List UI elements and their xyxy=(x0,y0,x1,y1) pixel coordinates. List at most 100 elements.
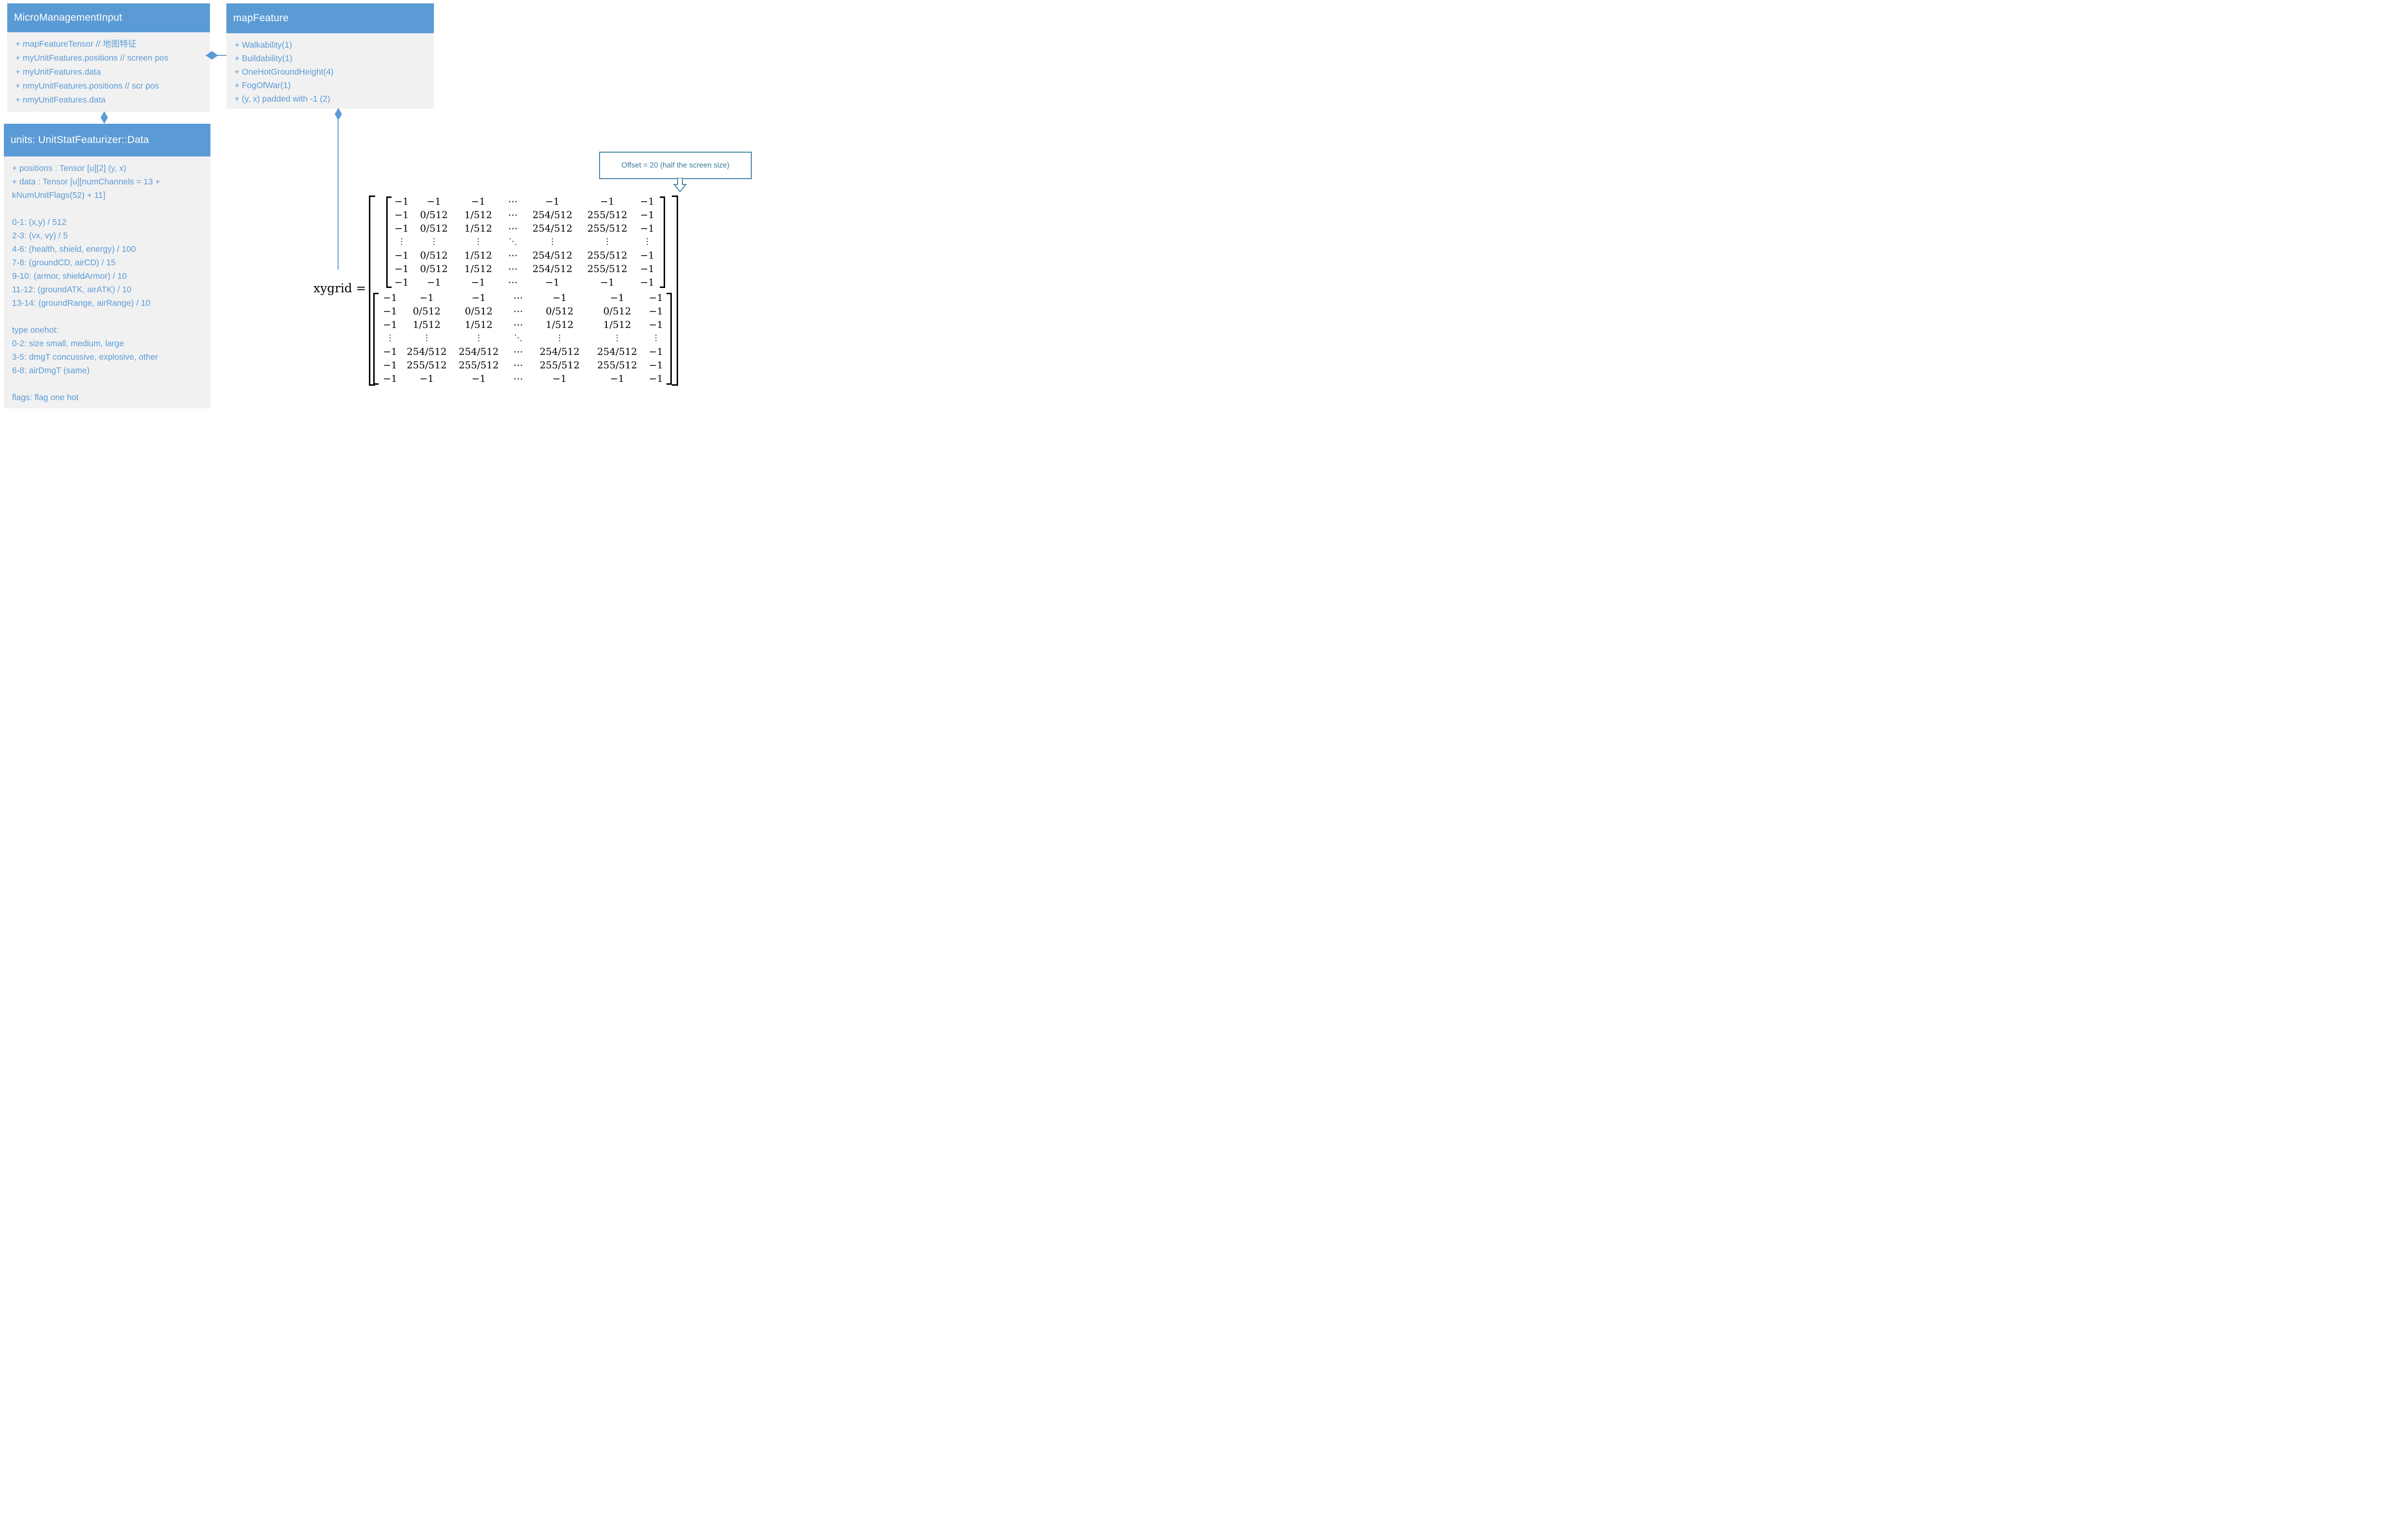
matrix-cell: −1 xyxy=(471,373,486,384)
matrix-cell: −1 xyxy=(545,196,560,207)
matrix-cell: ⋯ xyxy=(513,292,523,303)
matrix-cell: −1 xyxy=(640,263,654,274)
class-member: + FogOfWar(1) xyxy=(235,80,291,90)
matrix-cell: ⋯ xyxy=(508,263,518,274)
matrix-cell: −1 xyxy=(649,305,663,317)
matrix-cell: ⋯ xyxy=(513,346,523,357)
matrix-cell: ⋯ xyxy=(513,319,523,330)
matrix-bracket-right xyxy=(667,293,672,385)
class-member: 4-6: (health, shield, energy) / 100 xyxy=(12,244,136,254)
matrix-cell: −1 xyxy=(610,292,625,303)
matrix-cell: −1 xyxy=(419,292,434,303)
matrix-bracket-right xyxy=(660,196,665,288)
matrix-bracket-left xyxy=(373,293,379,385)
class-box-title: mapFeature xyxy=(233,13,289,24)
matrix-cell: ⋯ xyxy=(508,276,518,288)
matrix-cell: −1 xyxy=(471,292,486,303)
matrix-cell: −1 xyxy=(419,373,434,384)
matrix-cell: 0/512 xyxy=(420,249,448,261)
matrix-cell: −1 xyxy=(383,319,397,330)
matrix-cell: −1 xyxy=(394,249,409,261)
matrix-cell: 0/512 xyxy=(546,305,574,317)
class-member: type onehot: xyxy=(12,325,59,335)
matrix-cell: −1 xyxy=(427,276,441,288)
matrix-cell: −1 xyxy=(394,209,409,221)
matrix-cell: −1 xyxy=(610,373,625,384)
matrix-cell: −1 xyxy=(383,359,397,371)
matrix-cell: −1 xyxy=(383,346,397,357)
class-member: 2-3: (vx, vy) / 5 xyxy=(12,231,68,240)
matrix-cell: ⋮ xyxy=(555,333,564,343)
composition-diamond-icon xyxy=(335,108,342,120)
matrix-row: ⋮⋮⋮⋱⋮⋮⋮ xyxy=(392,235,659,248)
matrix-cell: −1 xyxy=(649,359,663,371)
class-member-list: + positions : Tensor [u][2] (y, x)+ data… xyxy=(4,157,210,408)
matrix-row: −1 0/512 1/512 ⋯ 254/512 255/512 −1 xyxy=(392,262,659,275)
matrix-cell: −1 xyxy=(383,373,397,384)
class-box-header: mapFeature xyxy=(226,3,434,33)
matrix-cell: 0/512 xyxy=(413,305,441,317)
class-member: 11-12: (groundATK, airATK) / 10 xyxy=(12,285,132,294)
connector-line xyxy=(338,120,339,270)
matrix-cell: ⋮ xyxy=(397,237,406,247)
matrix-cell: ⋮ xyxy=(474,333,483,343)
matrix-cell: ⋯ xyxy=(508,209,518,221)
matrix-cell: ⋮ xyxy=(422,333,431,343)
matrix-cell: −1 xyxy=(649,373,663,384)
matrix-cell: −1 xyxy=(394,222,409,234)
class-member: + OneHotGroundHeight(4) xyxy=(235,67,334,77)
matrix-cell: −1 xyxy=(394,263,409,274)
matrix-cell: 255/512 xyxy=(597,359,638,371)
matrix-cell: ⋯ xyxy=(513,305,523,317)
class-member: 13-14: (groundRange, airRange) / 10 xyxy=(12,298,150,308)
class-member: flags: flag one hot xyxy=(12,392,79,402)
matrix-cell: −1 xyxy=(649,346,663,357)
matrix-cell: 254/512 xyxy=(458,346,499,357)
matrix-cell: 254/512 xyxy=(597,346,638,357)
class-member: + nmyUnitFeatures.positions // scr pos xyxy=(15,81,159,91)
matrix-cell: ⋱ xyxy=(514,333,523,343)
matrix-cell: 255/512 xyxy=(406,359,447,371)
class-member: + mapFeatureTensor // 地图特征 xyxy=(15,39,137,49)
matrix-cell: ⋮ xyxy=(652,333,660,343)
matrix-cell: 1/512 xyxy=(464,263,492,274)
class-member: 7-8: (groundCD, airCD) / 15 xyxy=(12,258,116,267)
matrix-cell: 1/512 xyxy=(546,319,574,330)
matrix-cell: 255/512 xyxy=(539,359,580,371)
matrix-cell: 0/512 xyxy=(420,263,448,274)
matrix-cell: 254/512 xyxy=(532,263,573,274)
class-box-mapfeature: mapFeature + Walkability(1)+ Buildabilit… xyxy=(226,3,434,109)
matrix-cell: ⋮ xyxy=(613,333,621,343)
matrix-cell: −1 xyxy=(600,196,615,207)
matrix-cell: 0/512 xyxy=(420,209,448,221)
class-member: kNumUnitFlags(52) + 11] xyxy=(12,190,105,200)
matrix-cell: −1 xyxy=(427,196,441,207)
class-member: + positions : Tensor [u][2] (y, x) xyxy=(12,163,127,173)
matrix-cell: ⋯ xyxy=(508,222,518,234)
matrix-cell: 0/512 xyxy=(420,222,448,234)
matrix-row: −1 254/512 254/512 ⋯ 254/512 254/512 −1 xyxy=(379,345,666,358)
equation-label: xygrid = xyxy=(313,281,366,295)
class-member: + nmyUnitFeatures.data xyxy=(15,95,106,104)
class-member: + myUnitFeatures.positions // screen pos xyxy=(15,53,169,63)
class-box-units: units: UnitStatFeaturizer::Data + positi… xyxy=(4,124,210,408)
matrix-cell: −1 xyxy=(640,209,654,221)
composition-diamond-icon xyxy=(101,111,108,124)
class-box-header: MicroManagementInput xyxy=(7,3,210,32)
matrix-cell: 254/512 xyxy=(539,346,580,357)
matrix-cell: ⋯ xyxy=(508,196,518,207)
matrix-cell: 254/512 xyxy=(406,346,447,357)
matrix-cell: 1/512 xyxy=(465,319,493,330)
matrix-cell: ⋮ xyxy=(474,237,483,247)
matrix-cell: ⋮ xyxy=(603,237,612,247)
matrix-cell: −1 xyxy=(383,292,397,303)
matrix-cell: −1 xyxy=(545,276,560,288)
class-member: 6-8: airDmgT (same) xyxy=(12,365,90,375)
matrix-cell: 255/512 xyxy=(458,359,499,371)
matrix-cell: 1/512 xyxy=(464,249,492,261)
matrix-cell: −1 xyxy=(649,292,663,303)
matrix-cell: 255/512 xyxy=(587,263,628,274)
